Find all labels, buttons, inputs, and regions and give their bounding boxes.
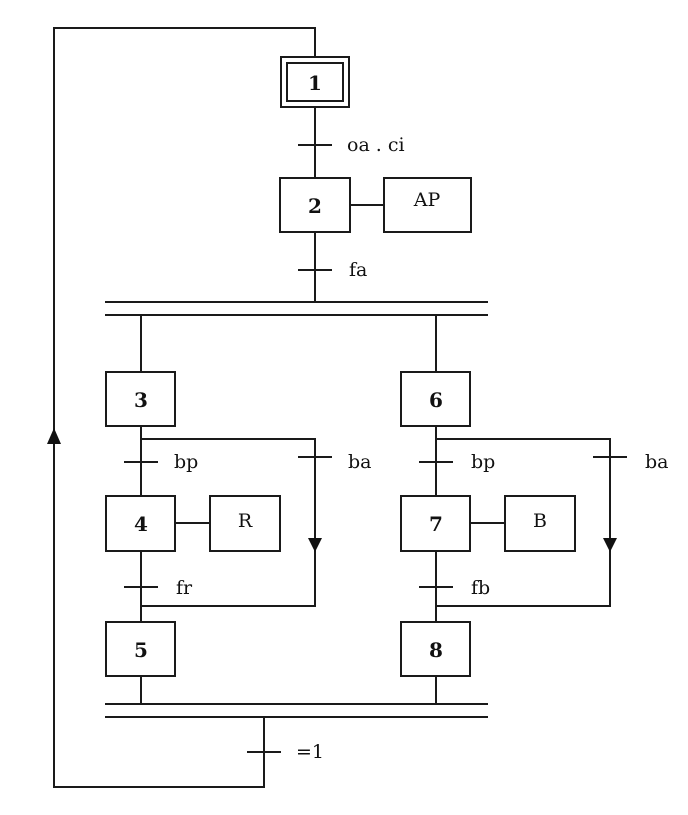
- and-convergence: [105, 703, 488, 718]
- action-2-label: AP: [413, 189, 441, 211]
- step-2-number: 2: [308, 194, 322, 218]
- transition-4-condition: fr: [176, 577, 193, 599]
- step-3: 3: [105, 371, 176, 427]
- transition-3-condition: bp: [174, 451, 198, 473]
- step-5-number: 5: [134, 638, 148, 662]
- action-4-label: R: [238, 510, 253, 532]
- step-4-number: 4: [134, 512, 148, 536]
- skip-arrow-left-icon: [308, 538, 322, 552]
- return-loop: [47, 27, 316, 788]
- step-2: 2: [279, 177, 351, 233]
- transition-end-condition: =1: [296, 741, 324, 763]
- transition-3-skip-condition: ba: [348, 451, 372, 473]
- return-arrow-icon: [47, 428, 61, 444]
- step-1-number: 1: [308, 71, 322, 95]
- transition-2-condition: fa: [349, 259, 367, 281]
- and-divergence: [105, 301, 488, 316]
- step-4: 4: [105, 495, 176, 552]
- transition-6-skip-condition: ba: [645, 451, 669, 473]
- step-5: 5: [105, 621, 176, 677]
- step-6: 6: [400, 371, 471, 427]
- step-3-number: 3: [134, 388, 148, 412]
- transition-1-condition: oa . ci: [347, 134, 405, 156]
- step-8: 8: [400, 621, 471, 677]
- skip-branch-right: [436, 438, 617, 607]
- step-1: 1: [280, 56, 350, 108]
- transition-7-condition: fb: [471, 577, 490, 599]
- skip-branch-left: [141, 438, 322, 607]
- skip-arrow-right-icon: [603, 538, 617, 552]
- transition-6-condition: bp: [471, 451, 495, 473]
- action-7-label: B: [533, 510, 547, 532]
- step-7: 7: [400, 495, 471, 552]
- step-7-number: 7: [429, 512, 443, 536]
- step-6-number: 6: [429, 388, 443, 412]
- action-2: AP: [383, 177, 472, 233]
- action-7: B: [504, 495, 576, 552]
- action-4: R: [209, 495, 281, 552]
- step-8-number: 8: [429, 638, 443, 662]
